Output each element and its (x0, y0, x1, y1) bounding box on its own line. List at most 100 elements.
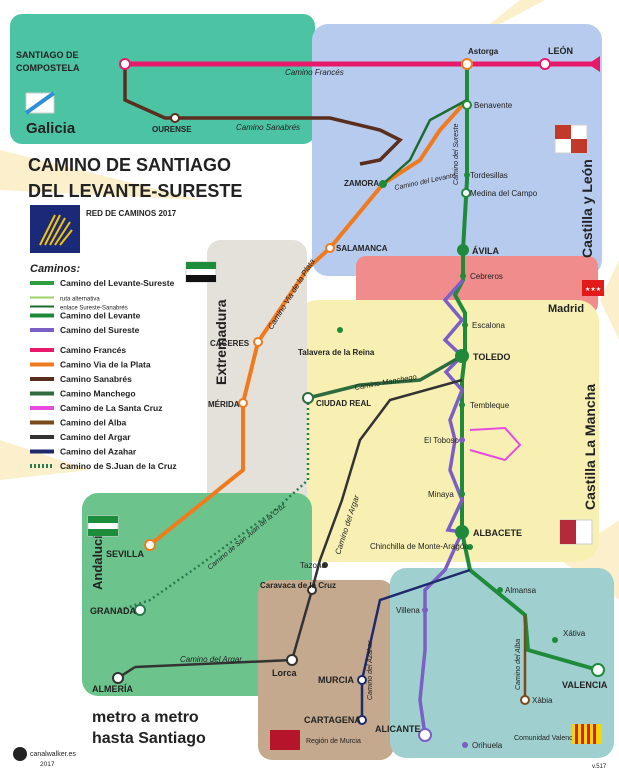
city-label-tazona: Tazona (300, 561, 326, 570)
node-caceres[interactable]: CÁCERES (210, 337, 263, 348)
node-cebreros[interactable]: Cebreros (460, 272, 503, 281)
node-almansa[interactable]: Almansa (497, 586, 537, 595)
node-granada[interactable]: GRANADA (90, 604, 146, 616)
sun-ray-decoration (0, 0, 619, 600)
node-medina[interactable]: Medina del Campo (461, 188, 538, 198)
city-label-zamora: ZAMORA (344, 179, 379, 188)
node-salamanca[interactable]: SALAMANCA (325, 243, 388, 253)
node-escalona[interactable]: Escalona (462, 321, 505, 330)
route-argar (134, 378, 463, 669)
node-villena[interactable]: Villena (396, 606, 428, 615)
castilla-mancha-flag-icon (559, 519, 593, 545)
legend-item-9: Camino de La Santa Cruz (60, 403, 163, 413)
city-label-almeria: ALMERÍA (92, 684, 133, 694)
node-xativa[interactable]: Xátiva (552, 629, 586, 643)
node-toledo[interactable]: TOLEDO (455, 349, 510, 363)
node-tazona[interactable]: Tazona (300, 561, 328, 570)
region-madrid (356, 256, 598, 314)
region-label-madrid: Madrid (548, 303, 584, 315)
node-albacete[interactable]: ALBACETE (455, 525, 522, 539)
node-chinchilla[interactable]: Chinchilla de Monte-Aragón (370, 542, 473, 551)
node-tordesillas[interactable]: Tordesillas (464, 171, 508, 180)
node-ciudad-real[interactable]: CIUDAD REAL (302, 392, 371, 408)
city-label-granada: GRANADA (90, 606, 136, 616)
node-astorga[interactable]: Astorga (461, 47, 499, 70)
node-minaya[interactable]: Minaya (428, 490, 465, 499)
node-leon[interactable]: LEÓN (539, 45, 573, 70)
route-label-azahar: Camino del Azahar (367, 640, 374, 700)
legend-item-5: Camino Francés (60, 345, 126, 355)
legend-heading: Caminos: (30, 263, 80, 275)
region-castilla-leon (312, 24, 602, 276)
node-murcia[interactable]: MURCIA (318, 675, 367, 685)
node-tembleque[interactable]: Tembleque (459, 401, 510, 410)
city-label-caceres: CÁCERES (210, 339, 250, 348)
city-label-minaya: Minaya (428, 490, 454, 499)
region-valenciana (390, 568, 614, 758)
slogan-line-2: hasta Santiago (92, 730, 206, 747)
node-ourense[interactable]: OURENSE (152, 113, 192, 134)
node-talavera[interactable]: Talavera de la Reina (298, 327, 375, 357)
city-label-caravaca: Caravaca de la Cruz (260, 581, 336, 590)
city-label-valencia: VALENCIA (562, 680, 608, 690)
node-lorca[interactable]: Lorca (272, 654, 298, 678)
credits-year: 2017 (40, 761, 55, 768)
route-label-frances: Camino Francés (285, 68, 344, 77)
node-caravaca[interactable]: Caravaca de la Cruz (260, 581, 336, 595)
city-label-alicante: ALICANTE (375, 724, 421, 734)
route-label-sureste: Camino del Sureste (453, 123, 460, 185)
title-line-2: DEL LEVANTE-SURESTE (28, 181, 242, 201)
region-label-valenciana: Comunidad Valenciana (514, 735, 586, 742)
region-murcia (258, 580, 394, 760)
credits-brand: canalwalker.es (30, 751, 76, 758)
slogan-line-1: metro a metro (92, 709, 199, 726)
node-sevilla[interactable]: SEVILLA (106, 539, 156, 559)
legend-item-12: Camino del Azahar (60, 447, 137, 457)
region-galicia (10, 14, 315, 144)
region-label-extremadura: Extremadura (213, 299, 229, 385)
legend-item-10: Camino del Alba (60, 418, 127, 428)
node-almeria[interactable]: ALMERÍA (92, 672, 133, 694)
route-enlace (382, 98, 468, 185)
node-santiago[interactable]: SANTIAGO DE COMPOSTELA (16, 50, 131, 73)
region-andalucia (82, 493, 312, 696)
city-label-chinchilla: Chinchilla de Monte-Aragón (370, 542, 469, 551)
node-valencia[interactable]: VALENCIA (562, 663, 608, 690)
city-label-benavente: Benavente (474, 101, 513, 110)
node-alicante[interactable]: ALICANTE (375, 724, 432, 742)
galicia-flag-icon (24, 91, 56, 115)
node-xabia[interactable]: Xàbia (520, 695, 553, 705)
andalucia-flag-icon (87, 515, 119, 537)
city-label-murcia: MURCIA (318, 675, 354, 685)
city-label-sevilla: SEVILLA (106, 549, 145, 559)
valenciana-flag-icon (572, 724, 602, 744)
subtitle: RED DE CAMINOS 2017 (86, 209, 177, 218)
city-label-escalona: Escalona (472, 321, 505, 330)
node-merida[interactable]: MÉRIDA (208, 398, 248, 409)
node-zamora[interactable]: ZAMORA (344, 179, 387, 188)
route-manchego (307, 354, 463, 400)
scallop-shell-icon (30, 205, 80, 253)
legend-item-1: ruta alternativa (60, 297, 100, 303)
route-azahar (360, 568, 471, 720)
region-castilla-mancha (296, 300, 599, 562)
city-label-xativa: Xátiva (563, 629, 586, 638)
node-toboso[interactable]: El Toboso (424, 436, 465, 445)
city-label-villena: Villena (396, 606, 420, 615)
node-benavente[interactable]: Benavente (462, 100, 513, 110)
legend-item-0: Camino del Levante-Sureste (60, 278, 175, 288)
credits-version: v.517 (592, 764, 607, 770)
node-orihuela[interactable]: Orihuela (462, 741, 503, 750)
route-sanabres (123, 64, 403, 166)
node-avila[interactable]: ÁVILA (457, 244, 500, 256)
frances-arrow-icon (588, 56, 600, 72)
route-sanjuan (119, 398, 310, 612)
node-cartagena[interactable]: CARTAGENA (304, 715, 367, 725)
city-label-ourense: OURENSE (152, 125, 192, 134)
legend-item-8: Camino Manchego (60, 389, 136, 399)
legend-item-6: Camino Via de la Plata (60, 360, 151, 370)
svg-text:★★★: ★★★ (585, 286, 601, 293)
city-label-tordesillas: Tordesillas (470, 171, 508, 180)
legend-item-13: Camino de S.Juan de la Cruz (60, 461, 177, 471)
route-label-argar-south: Camino del Argar (180, 655, 242, 664)
